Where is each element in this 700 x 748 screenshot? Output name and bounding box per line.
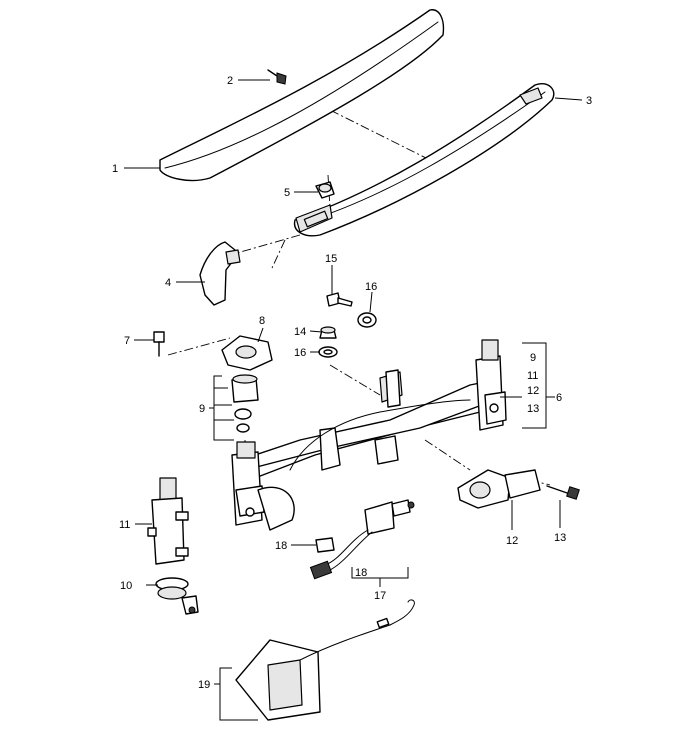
group-bracket-part-9 (213, 375, 234, 441)
callout-19: 19 (198, 679, 210, 691)
group-bracket-part-19 (214, 667, 258, 721)
callout-18-clip: 18 (275, 540, 287, 552)
callout-10: 10 (120, 580, 132, 592)
callout-2: 2 (227, 75, 233, 87)
callout-1: 1 (112, 163, 118, 175)
grommet-part-10 (155, 577, 199, 615)
callout-6: 6 (556, 392, 562, 404)
group-bracket-part-17 (351, 567, 409, 587)
callout-9: 9 (199, 403, 205, 415)
lift-post-part-11 (147, 477, 189, 565)
callout-7: 7 (124, 335, 130, 347)
callout-12: 12 (506, 535, 518, 547)
callout-14: 14 (294, 326, 306, 338)
callout-18-group: 18 (355, 567, 367, 579)
callout-6-group-12: 12 (527, 385, 539, 397)
callout-6-group-11: 11 (527, 370, 538, 382)
nut-part-5 (315, 181, 335, 199)
callout-17: 17 (374, 590, 386, 602)
callout-6-group-13: 13 (527, 403, 539, 415)
group-bracket-part-6 (522, 342, 555, 429)
bushing-stack-part-9 (231, 374, 259, 433)
callout-11: 11 (119, 519, 130, 531)
callout-5: 5 (284, 187, 290, 199)
callout-16-lower: 16 (294, 347, 306, 359)
switch-part-17 (309, 499, 415, 580)
screw-part-2 (267, 69, 287, 85)
callout-labels: 1 2 3 4 5 7 8 9 15 16 14 16 6 9 11 12 13… (112, 75, 592, 691)
lift-frame-part-6 (231, 339, 507, 531)
callout-6-group-9: 9 (530, 352, 536, 364)
spoiler-frame-lower (293, 83, 555, 237)
leader-lines (124, 79, 583, 586)
motor-part-12 (457, 469, 541, 509)
callout-16-upper: 16 (365, 281, 377, 293)
callout-15: 15 (325, 253, 337, 265)
washer-part-16-lower (318, 346, 338, 358)
washer-part-16-upper (357, 312, 377, 328)
callout-4: 4 (165, 277, 171, 289)
spoiler-cover-upper (159, 9, 445, 182)
callout-3: 3 (586, 95, 592, 107)
screw-part-7 (153, 331, 165, 357)
callout-13: 13 (554, 532, 566, 544)
bolt-part-13 (546, 485, 580, 500)
callout-8: 8 (259, 315, 265, 327)
bracket-part-4 (199, 241, 241, 306)
control-unit-part-19 (235, 599, 415, 721)
bolt-part-15 (326, 292, 353, 307)
nut-part-14 (319, 326, 337, 339)
clip-part-18 (315, 537, 335, 553)
plate-part-8 (221, 335, 273, 371)
